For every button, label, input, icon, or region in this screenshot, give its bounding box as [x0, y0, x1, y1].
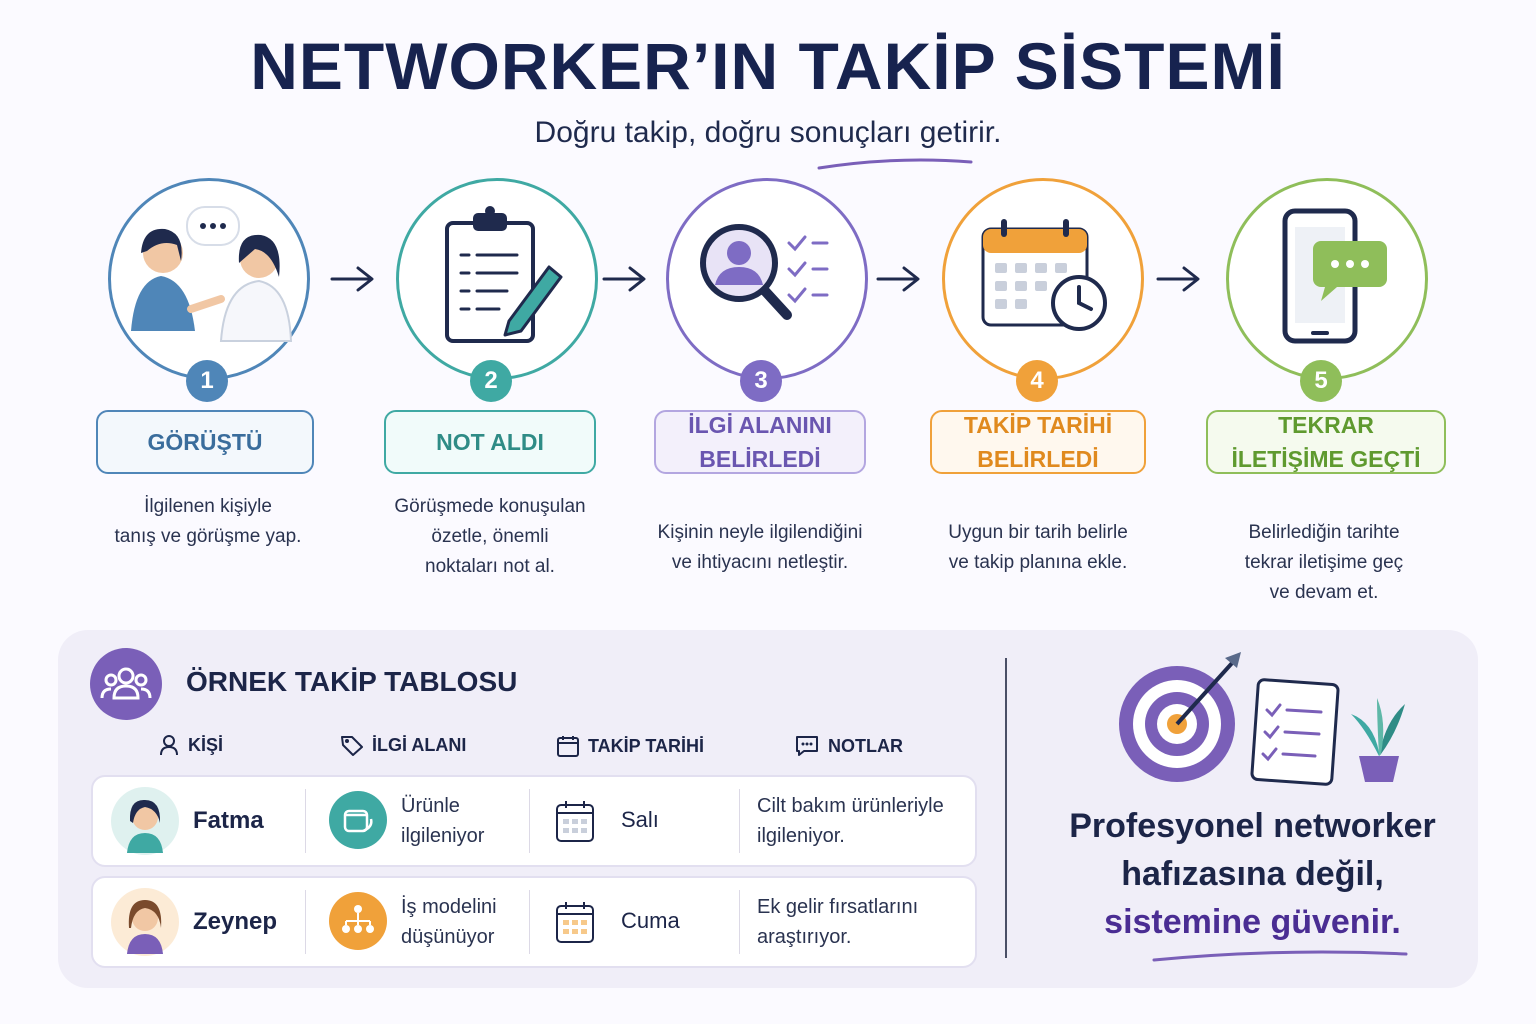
tag-icon — [341, 736, 363, 756]
avatar — [111, 888, 179, 956]
org-chart-icon — [329, 892, 387, 950]
person-icon — [160, 735, 178, 756]
table-title: ÖRNEK TAKİP TABLOSU — [186, 666, 518, 697]
calendar-icon — [557, 736, 579, 757]
person-name: Zeynep — [193, 908, 278, 935]
subtitle-underline — [817, 158, 973, 170]
column-header-notes: NOTLAR — [794, 734, 903, 758]
chat-bubble-icon — [796, 736, 818, 756]
arrow-right-icon — [602, 266, 646, 292]
arrow-right-icon — [1156, 266, 1200, 292]
phone-message-icon — [1226, 178, 1428, 380]
calendar-icon — [556, 902, 594, 943]
panel-divider — [1005, 658, 1007, 958]
people-group-icon — [90, 648, 162, 720]
target-icon — [1119, 652, 1241, 782]
page-title: NETWORKER’IN TAKİP SİSTEMİ — [250, 29, 1286, 103]
magnifier-person-icon — [666, 178, 868, 380]
step-number: 4 — [1016, 360, 1058, 402]
target-checklist-plant-illustration — [1119, 652, 1405, 786]
avatar — [111, 787, 179, 855]
step-label: NOT ALDI — [384, 410, 596, 474]
column-header-date: TAKİP TARİHİ — [556, 734, 704, 758]
page-subtitle: Doğru takip, doğru sonuçları getirir. — [534, 116, 1002, 149]
calendar-icon — [556, 801, 594, 842]
closing-quote: Profesyonel networker hafızasına değil, … — [1069, 807, 1436, 941]
quote-underline — [1152, 950, 1408, 962]
product-icon — [329, 791, 387, 849]
step-number: 2 — [470, 360, 512, 402]
follow-up-day: Cuma — [621, 908, 680, 933]
conversation-icon — [108, 178, 310, 380]
follow-up-day: Salı — [621, 807, 659, 832]
column-header-person: KİŞİ — [158, 734, 223, 756]
plant-icon — [1351, 698, 1405, 782]
step-number: 1 — [186, 360, 228, 402]
calendar-clock-icon — [942, 178, 1144, 380]
step-number: 5 — [1300, 360, 1342, 402]
clipboard-icon — [396, 178, 598, 380]
arrow-right-icon — [876, 266, 920, 292]
step-label: GÖRÜŞTÜ — [96, 410, 314, 474]
arrow-right-icon — [330, 266, 374, 292]
checklist-icon — [1250, 678, 1340, 786]
person-name: Fatma — [193, 807, 264, 834]
step-number: 3 — [740, 360, 782, 402]
column-header-interest: İLGİ ALANI — [340, 734, 466, 756]
